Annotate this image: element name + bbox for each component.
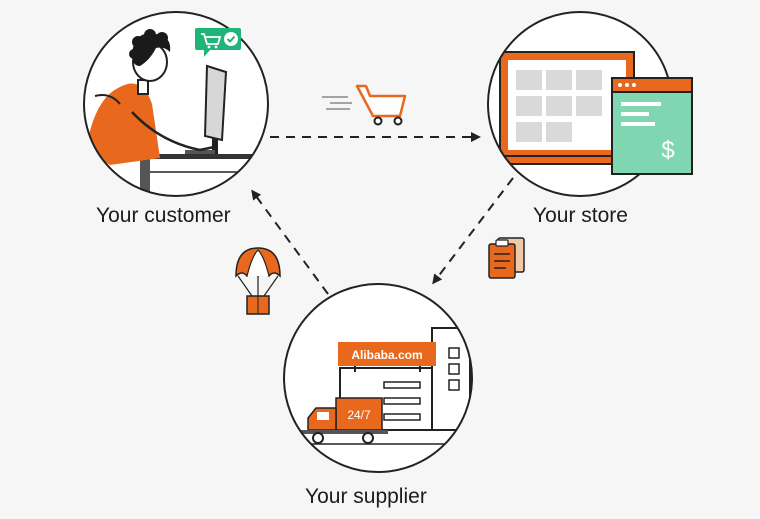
customer-node [83,11,269,197]
price-symbol: $ [661,137,674,164]
shopping-cart-icon [322,84,407,126]
arrow-store-to-supplier [432,177,514,285]
store-label: Your store [533,204,628,227]
store-node: $ [487,11,693,197]
supplier-label: Your supplier [305,485,427,508]
supplier-badge: 24/7 [347,408,371,422]
customer-label: Your customer [96,204,231,227]
price-window-icon: $ [611,77,693,175]
supplier-node: Alibaba.com 24/7 [283,283,473,473]
supplier-brand-sign: Alibaba.com [351,348,422,362]
clipboard-order-icon [488,237,525,279]
parachute-package-icon [235,247,281,315]
arrow-supplier-to-customer [251,189,329,295]
cart-check-icon [195,28,241,57]
